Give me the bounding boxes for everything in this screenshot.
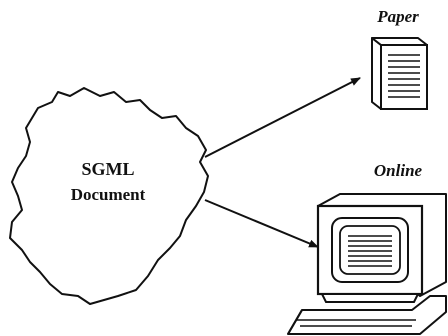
paper-document-icon: [371, 37, 428, 110]
computer-monitor-icon: [287, 193, 447, 335]
arrow-to-paper: [204, 77, 361, 158]
sgml-document-label-line1: SGML: [81, 159, 134, 179]
keyboard-icon: [287, 295, 447, 335]
sgml-document-cloud: [9, 87, 209, 305]
sgml-document-label-line2: Document: [71, 185, 146, 204]
arrow-to-online: [204, 199, 319, 248]
paper-label: Paper: [376, 7, 419, 26]
online-label: Online: [374, 161, 423, 180]
